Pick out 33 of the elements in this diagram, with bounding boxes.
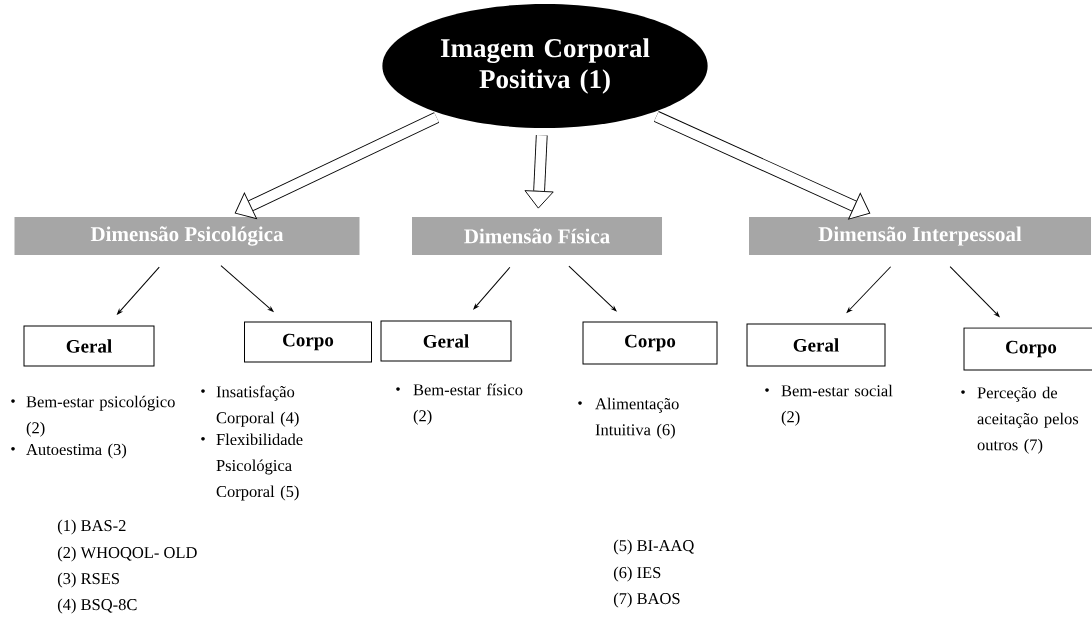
- bullet-item: Perceção de aceitação pelos outros (7): [961, 386, 1079, 454]
- dimension-band: Dimensão Interpessoal: [749, 217, 1091, 255]
- arrow: [949, 266, 1000, 317]
- block-arrow: [524, 134, 554, 209]
- reference-text: (2) WHOQOL- OLD: [57, 546, 197, 562]
- reference-text: (5) BI-AAQ: [613, 539, 695, 555]
- arrow: [846, 266, 892, 313]
- category-box: Geral: [380, 320, 512, 362]
- arrow: [220, 265, 274, 312]
- bullet-item: Autoestima (3): [11, 443, 127, 459]
- bullet-item: Bem-estar físico (2): [396, 383, 523, 425]
- reference-text: (6) IES: [613, 566, 661, 582]
- category-box: Corpo: [963, 327, 1092, 371]
- category-box: Corpo: [582, 321, 718, 365]
- arrow: [568, 265, 617, 312]
- bullet-item: Insatisfação Corporal (4): [201, 385, 299, 427]
- category-box: Corpo: [244, 321, 372, 363]
- block-arrow: [653, 111, 871, 220]
- reference-text: (7) BAOS: [613, 592, 680, 608]
- dimension-band: Dimensão Física: [412, 217, 662, 255]
- category-box: Geral: [23, 325, 155, 367]
- category-box: Geral: [746, 323, 886, 367]
- reference-text: (4) BSQ-8C: [57, 598, 137, 614]
- block-arrow: [234, 112, 440, 220]
- dimension-band: Dimensão Psicológica: [14, 217, 360, 255]
- reference-text: (1) BAS-2: [57, 519, 126, 535]
- arrow: [117, 266, 160, 315]
- arrow: [473, 266, 511, 310]
- bullet-item: Flexibilidade Psicológica Corporal (5): [201, 433, 303, 501]
- bullet-item: Alimentação Intuitiva (6): [578, 397, 679, 439]
- bullet-item: Bem-estar psicológico (2): [11, 395, 175, 437]
- bullet-item: Bem-estar social (2): [765, 384, 893, 426]
- reference-text: (3) RSES: [57, 572, 119, 588]
